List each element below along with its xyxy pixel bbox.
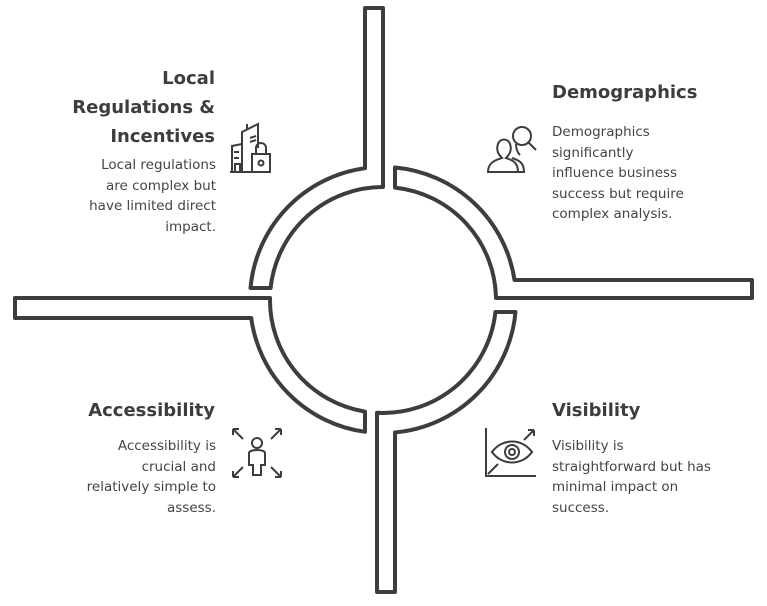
accessibility-body: Accessibility is crucial and relatively … bbox=[86, 438, 216, 516]
road-top-right bbox=[393, 165, 754, 300]
eye-chart-icon bbox=[485, 428, 536, 477]
road-bottom-right bbox=[375, 310, 518, 594]
demographics-title: Demographics bbox=[552, 82, 698, 103]
road-top-left bbox=[248, 6, 385, 290]
visibility-title: Visibility bbox=[552, 400, 641, 421]
regulations-body: Local regulations are complex but have l… bbox=[89, 157, 216, 235]
person-arrows-icon bbox=[232, 428, 282, 478]
visibility-body: Visibility is straightforward but has mi… bbox=[552, 438, 711, 516]
road-bottom-left bbox=[13, 296, 367, 434]
accessibility-title: Accessibility bbox=[88, 400, 215, 421]
people-search-icon bbox=[486, 126, 537, 173]
demographics-body: Demographics significantly influence bus… bbox=[552, 124, 684, 222]
regulations-title: Local Regulations & Incentives bbox=[72, 68, 215, 147]
city-lock-icon bbox=[230, 122, 271, 173]
